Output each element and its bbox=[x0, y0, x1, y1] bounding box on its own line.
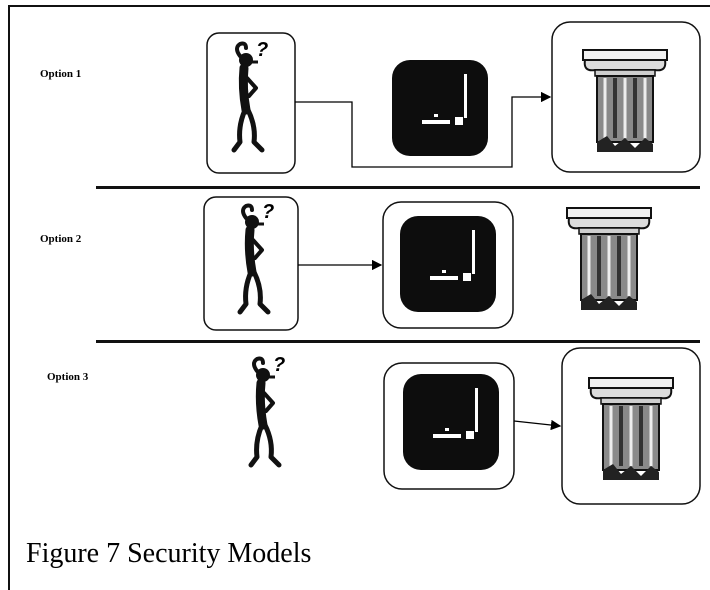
figure-caption: Figure 7 Security Models bbox=[26, 538, 312, 569]
option-2-label: Option 2 bbox=[40, 233, 82, 245]
option-1-connector-arrow bbox=[295, 91, 552, 168]
frame-left-border bbox=[8, 5, 10, 590]
option-1-user-box bbox=[206, 32, 296, 174]
option-2-row bbox=[203, 196, 653, 331]
option-3-connector-arrow bbox=[513, 419, 562, 431]
computer-terminal-icon bbox=[392, 60, 488, 156]
pillar-icon bbox=[565, 206, 653, 312]
thinking-person-icon bbox=[251, 354, 285, 465]
frame-top-border bbox=[8, 5, 710, 7]
computer-terminal-icon bbox=[403, 374, 499, 470]
option-separator-2 bbox=[96, 340, 700, 343]
computer-terminal-icon bbox=[400, 216, 496, 312]
option-3-label: Option 3 bbox=[47, 371, 89, 383]
option-separator-1 bbox=[96, 186, 700, 189]
option-1-row bbox=[206, 21, 701, 174]
option-3-row bbox=[251, 347, 701, 505]
option-1-label: Option 1 bbox=[40, 68, 82, 80]
